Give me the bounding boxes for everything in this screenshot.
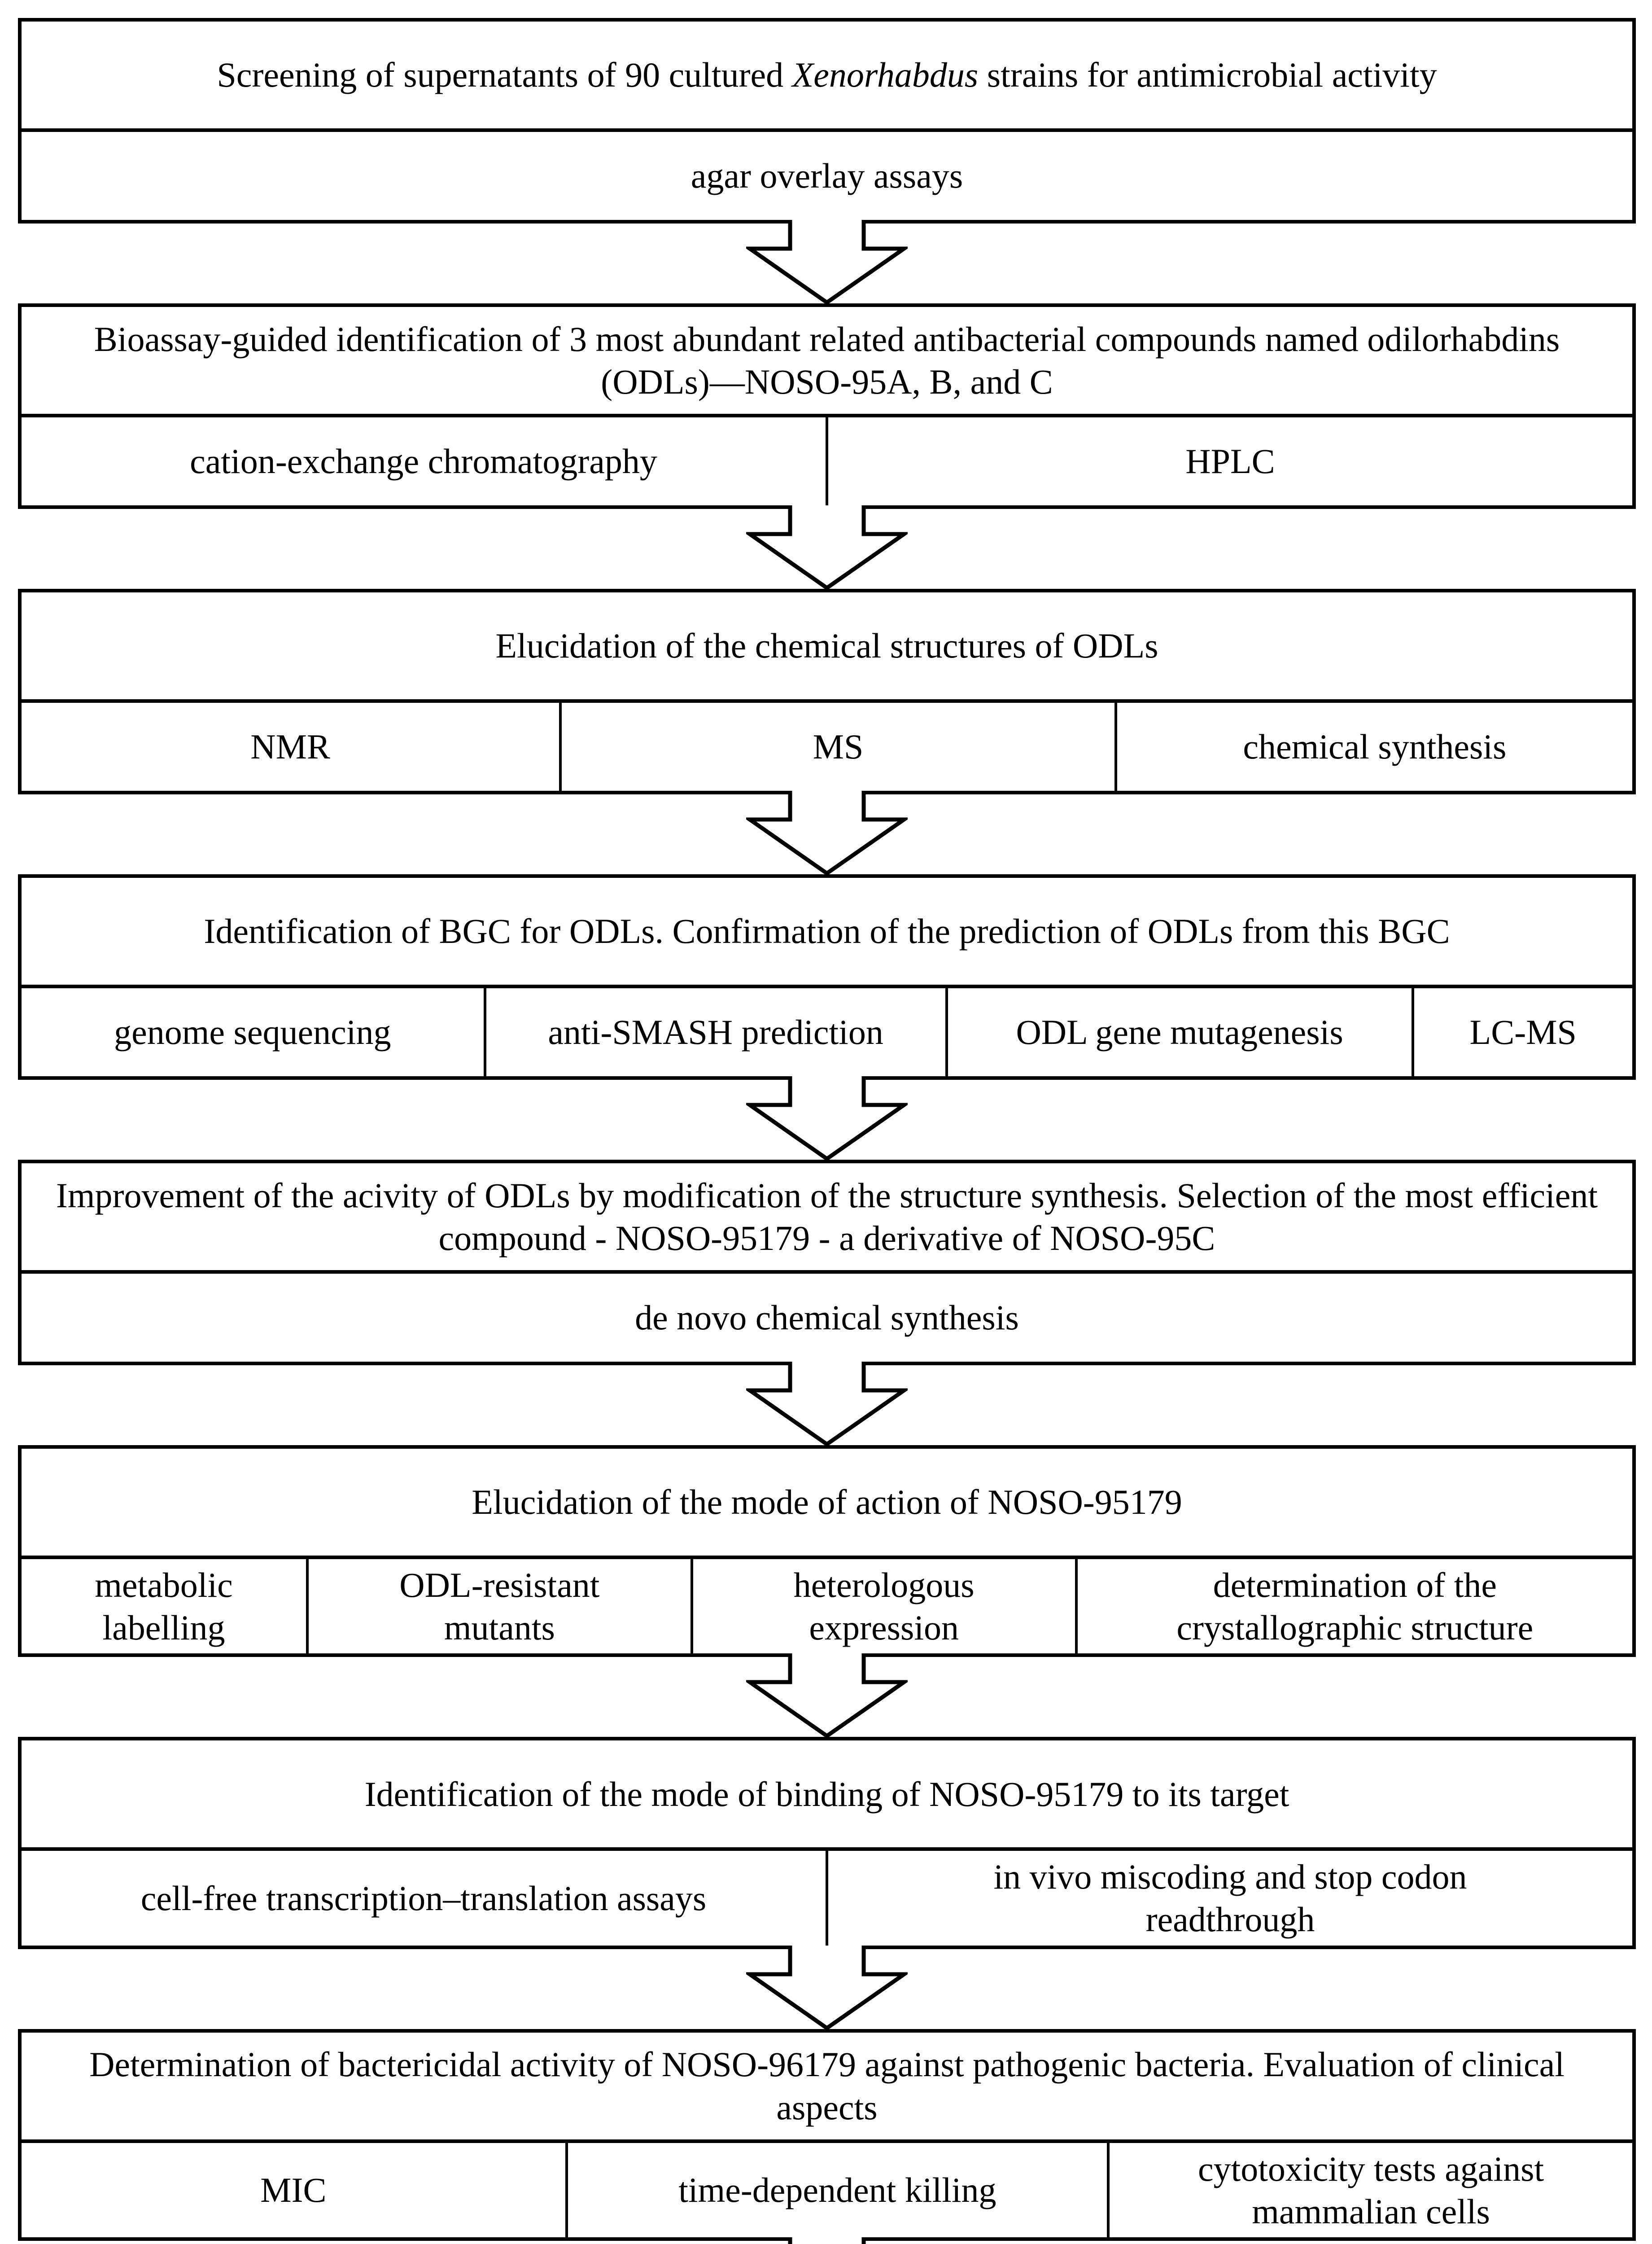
step-1-title-part-3: strains for antimicrobial activity <box>978 55 1437 95</box>
down-arrow-icon <box>746 1945 908 2031</box>
step-2-title: Bioassay-guided identification of 3 most… <box>94 319 1560 401</box>
step-6-method-2: ODL-resistant mutants <box>306 1559 691 1654</box>
step-2-methods: cation-exchange chromatography HPLC <box>22 414 1632 505</box>
step-6-method-3: heterologous expression <box>690 1559 1075 1654</box>
down-arrow-icon <box>746 791 908 876</box>
step-8-method-1: MIC <box>260 2170 327 2210</box>
step-2-box: Bioassay-guided identification of 3 most… <box>18 303 1636 509</box>
down-arrow-icon <box>746 1653 908 1739</box>
step-8-method-3: cytotoxicity tests against mammalian cel… <box>1107 2143 1632 2237</box>
step-2-method-2: HPLC <box>826 417 1632 505</box>
step-1-title-part-1: Screening of supernatants of 90 cultured <box>217 55 792 95</box>
down-arrow-icon <box>746 1362 908 1447</box>
step-3-title: Elucidation of the chemical structures o… <box>495 626 1158 666</box>
step-4-methods: genome sequencing anti-SMASH prediction … <box>22 985 1632 1076</box>
down-arrow-icon <box>746 1076 908 1161</box>
step-8-methods: MIC time-dependent killing cytotoxicity … <box>22 2139 1632 2237</box>
step-5-box: Improvement of the acivity of ODLs by mo… <box>18 1160 1636 1365</box>
step-7-title: Identification of the mode of binding of… <box>364 1774 1289 1814</box>
step-6-title: Elucidation of the mode of action of NOS… <box>472 1482 1182 1522</box>
step-6-methods: metabolic labelling ODL-resistant mutant… <box>22 1556 1632 1654</box>
step-7-method-2: in vivo miscoding and stop codon readthr… <box>826 1851 1632 1946</box>
step-4-method-1: genome sequencing <box>114 1012 391 1052</box>
step-5-title: Improvement of the acivity of ODLs by mo… <box>56 1175 1598 1258</box>
step-1-method-1: agar overlay assays <box>691 156 963 196</box>
step-4-method-3: ODL gene mutagenesis <box>945 988 1412 1076</box>
down-arrow-icon <box>788 2237 866 2244</box>
step-1-box: Screening of supernatants of 90 cultured… <box>18 18 1636 224</box>
step-2-method-1: cation-exchange chromatography <box>190 442 657 481</box>
step-5-method-1: de novo chemical synthesis <box>635 1298 1019 1337</box>
step-4-method-2: anti-SMASH prediction <box>483 988 945 1076</box>
step-4-method-4: LC-MS <box>1411 988 1633 1076</box>
step-3-box: Elucidation of the chemical structures o… <box>18 589 1636 794</box>
step-1-title-organism: Xenorhabdus <box>792 55 979 95</box>
step-3-method-2: MS <box>559 703 1114 791</box>
step-6-box: Elucidation of the mode of action of NOS… <box>18 1445 1636 1657</box>
step-8-title: Determination of bactericidal activity o… <box>89 2045 1565 2127</box>
step-1-methods: agar overlay assays <box>22 128 1632 220</box>
step-6-method-1: metabolic labelling <box>95 1565 233 1648</box>
step-4-title: Identification of BGC for ODLs. Confirma… <box>204 912 1450 951</box>
step-4-box: Identification of BGC for ODLs. Confirma… <box>18 874 1636 1080</box>
step-3-methods: NMR MS chemical synthesis <box>22 699 1632 791</box>
step-8-box: Determination of bactericidal activity o… <box>18 2029 1636 2241</box>
step-3-method-3: chemical synthesis <box>1114 703 1632 791</box>
step-8-method-2: time-dependent killing <box>565 2143 1107 2237</box>
step-7-methods: cell-free transcription–translation assa… <box>22 1847 1632 1946</box>
step-3-method-1: NMR <box>250 727 330 767</box>
step-6-method-4: determination of the crystallographic st… <box>1075 1559 1632 1654</box>
step-1-title: Screening of supernatants of 90 cultured… <box>22 22 1632 128</box>
down-arrow-icon <box>746 505 908 591</box>
step-7-method-1: cell-free transcription–translation assa… <box>140 1878 707 1918</box>
step-5-methods: de novo chemical synthesis <box>22 1270 1632 1362</box>
down-arrow-icon <box>746 220 908 305</box>
step-7-box: Identification of the mode of binding of… <box>18 1737 1636 1949</box>
